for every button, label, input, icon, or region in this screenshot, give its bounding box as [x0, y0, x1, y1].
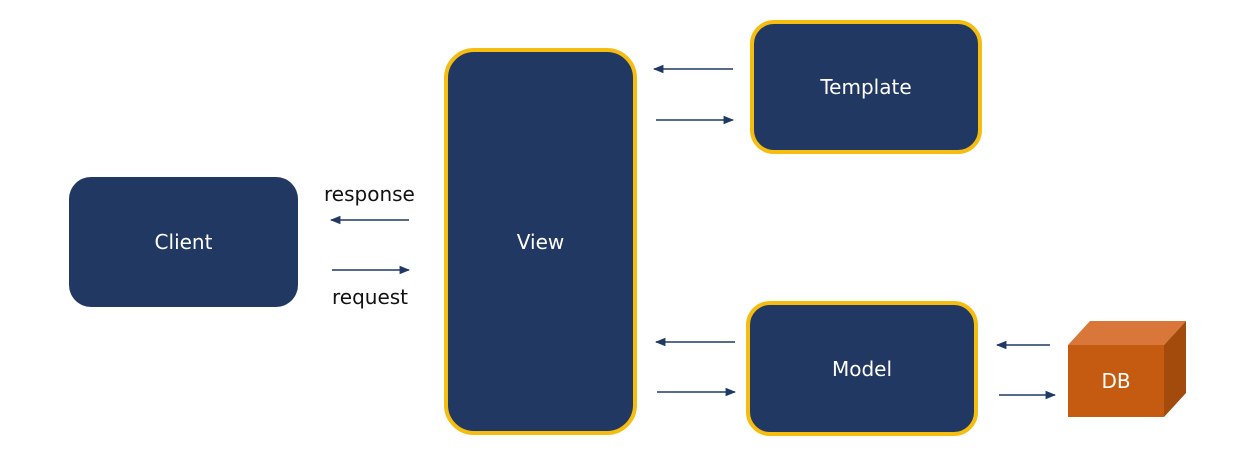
db-cube-front [1068, 345, 1164, 417]
response-label: response [324, 182, 415, 206]
model-node: Model [746, 301, 978, 436]
request-label: request [332, 285, 409, 309]
view-node: View [444, 48, 637, 435]
view-label: View [516, 229, 565, 254]
client-label: Client [154, 230, 213, 254]
db-cube-top [1068, 321, 1186, 345]
db-cube-side [1164, 321, 1186, 417]
model-label: Model [831, 356, 893, 381]
client-node: Client [69, 177, 298, 307]
db-label: DB [1101, 369, 1131, 393]
db-cube [1068, 321, 1186, 417]
template-node: Template [750, 20, 982, 154]
template-label: Template [820, 75, 912, 99]
